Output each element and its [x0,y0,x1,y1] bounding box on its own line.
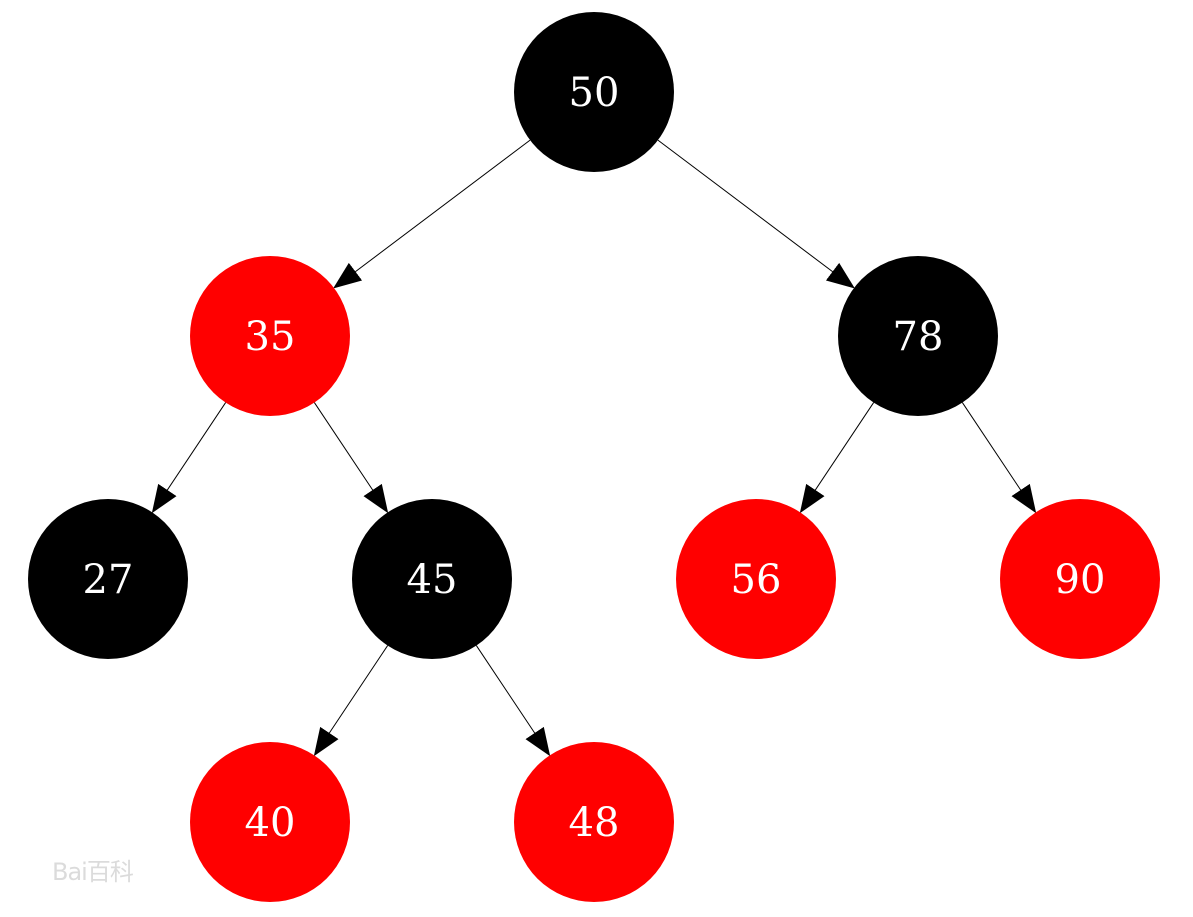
node-label: 40 [245,800,296,846]
node-label: 35 [245,314,296,360]
edge-arrow-50-to-35 [333,139,531,289]
edge-arrow-35-to-45 [313,402,389,514]
edge-arrow-78-to-90 [961,402,1037,514]
red-node-circle [190,256,350,416]
black-node-circle [838,256,998,416]
tree-node-56: 56 [676,499,836,659]
edge-arrow-35-to-27 [151,402,227,514]
tree-node-50: 50 [514,12,674,172]
tree-node-40: 40 [190,742,350,902]
red-node-circle [190,742,350,902]
tree-node-48: 48 [514,742,674,902]
tree-node-27: 27 [28,499,188,659]
nodes-layer: 50 35 78 27 45 56 90 40 48 [28,12,1160,902]
node-label: 50 [569,70,620,116]
node-label: 56 [731,557,782,603]
edge-arrow-45-to-40 [313,645,389,757]
node-label: 48 [569,800,620,846]
tree-node-78: 78 [838,256,998,416]
baidu-watermark: Bai百科 [52,858,134,886]
black-node-circle [352,499,512,659]
node-label: 90 [1055,557,1106,603]
red-node-circle [514,742,674,902]
tree-node-45: 45 [352,499,512,659]
node-label: 45 [407,557,458,603]
edges-layer [151,139,1037,757]
edge-arrow-50-to-78 [657,139,855,289]
node-label: 78 [893,314,944,360]
edge-arrow-78-to-56 [799,402,875,514]
red-node-circle [1000,499,1160,659]
tree-node-90: 90 [1000,499,1160,659]
black-node-circle [28,499,188,659]
red-node-circle [676,499,836,659]
node-label: 27 [83,557,134,603]
black-node-circle [514,12,674,172]
edge-arrow-45-to-48 [475,645,551,757]
tree-node-35: 35 [190,256,350,416]
